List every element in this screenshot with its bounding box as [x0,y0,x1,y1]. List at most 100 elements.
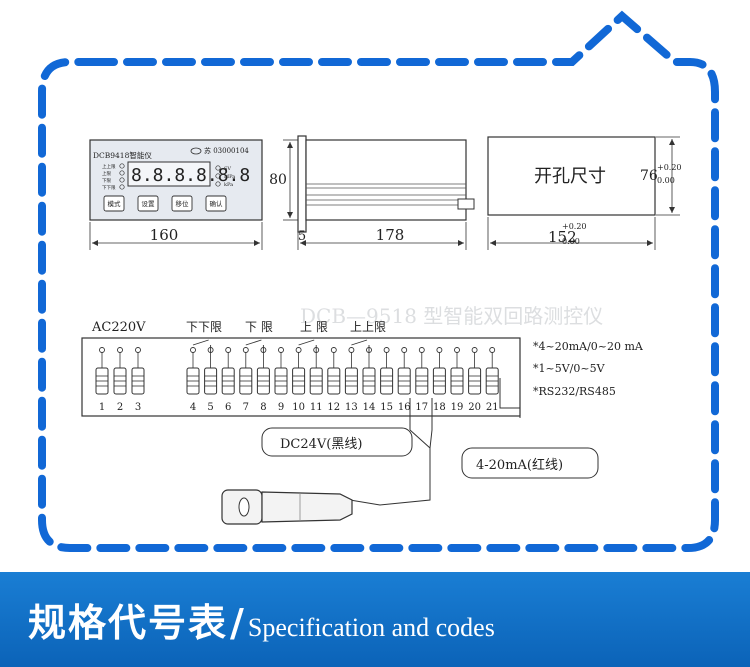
dim-cutout-width: 152 [548,228,577,246]
led-right-1: SV [215,165,231,172]
terminal-10: 10 [292,347,306,413]
relay-2 [245,339,264,352]
panel-button-4[interactable]: 确认 [205,195,227,212]
dim-depth: 178 [376,226,405,244]
title-banner: 规格代号表/Specification and codes [0,572,750,667]
terminal-number: 13 [345,402,358,413]
front-panel: DCB9418智能仪 苏 03000104 8.8.8.8.8.8 上上限上限下… [89,139,263,221]
faded-title: DCB—9518 型智能双回路测控仪 [300,304,603,328]
dc-label: DC24V(黑线) [280,437,362,452]
dim-bezel: 5 [298,229,306,244]
panel-button-2[interactable]: 设置 [137,195,159,212]
terminal-number: 4 [190,402,196,413]
note-current: *4~20mA/0~20 mA [533,340,644,353]
led-left-label: 下下限 [102,184,116,191]
dim-front-height: 80 [269,172,287,188]
panel-button-label: 模式 [108,199,122,208]
cutout-label: 开孔尺寸 [534,166,606,187]
terminal-number: 18 [433,402,446,413]
terminal-13: 13 [344,347,358,413]
relay-4 [351,339,370,352]
panel-button-label: 确认 [210,199,224,208]
led-left-4: 下下限 [102,184,125,191]
led-left-3: 下限 [102,177,125,184]
alarm-label-1: 下下限 [186,320,222,334]
terminal-number: 2 [117,402,123,413]
cert-label: 苏 03000104 [204,146,249,155]
pressure-sensor [221,489,353,525]
terminal-21: 21 [485,347,499,413]
led-right-3: kPa [215,181,233,188]
banner-separator: / [230,601,244,645]
terminal-3: 3 [131,347,145,413]
dim-cutout-height-tol-upper: +0.20 [657,163,682,172]
signal-label: 4-20mA(红线) [476,457,563,473]
dim-cutout-width-tol-lower: 0.00 [562,237,580,246]
terminal-4: 4 [186,347,200,413]
terminal-number: 6 [225,402,231,413]
terminal-number: 16 [398,402,411,413]
terminal-17: 17 [415,347,429,413]
terminal-16: 16 [397,347,411,413]
terminal-number: 11 [310,402,323,413]
terminal-number: 19 [451,402,464,413]
note-comm: *RS232/RS485 [533,385,616,398]
terminal-7: 7 [239,347,253,413]
panel-button-3[interactable]: 移位 [171,195,193,212]
model-label: DCB9418智能仪 [93,150,152,160]
terminal-number: 9 [278,402,284,413]
banner-title-cn: 规格代号表 [28,601,229,645]
terminal-2: 2 [113,347,127,413]
cert-logo [190,147,202,155]
terminal-number: 17 [415,402,428,413]
terminal-number: 8 [260,402,266,413]
signal-label-box [461,447,599,479]
side-view [297,135,475,233]
led-left-label: 下限 [102,177,111,184]
led-left-1: 上上限 [102,163,125,170]
dim-cutout-height-tol-lower: 0.00 [657,176,675,185]
terminal-18: 18 [432,347,446,413]
terminal-number: 15 [380,402,393,413]
terminal-20: 20 [468,347,482,413]
led-left-label: 上限 [102,170,111,177]
led-right-2: MPa [215,173,235,180]
led-left-label: 上上限 [102,163,116,170]
terminal-number: 5 [207,402,213,413]
note-voltage: *1~5V/0~5V [533,362,606,375]
dashed-frame [38,10,719,552]
terminal-number: 3 [135,402,141,413]
terminal-19: 19 [450,347,464,413]
terminal-1: 1 [95,347,109,413]
led-right-label: kPa [224,182,233,188]
terminal-9: 9 [274,347,288,413]
terminal-5: 5 [204,347,218,413]
alarm-label-4: 上上限 [350,320,386,334]
alarm-label-2: 下 限 [245,320,273,334]
power-label: AC220V [91,320,146,335]
relay-3 [298,339,317,352]
led-left-2: 上限 [102,170,125,177]
dim-cutout-height: 76 [640,168,658,184]
terminal-14: 14 [362,347,376,413]
relay-1 [192,339,212,352]
led-right-label: SV [224,166,231,172]
right-leds: SV MPa kPa [215,165,235,188]
terminal-8: 8 [256,347,270,413]
terminal-number: 12 [327,402,340,413]
terminal-number: 10 [292,402,305,413]
panel-button-1[interactable]: 模式 [103,195,125,212]
led-right-label: MPa [224,174,235,180]
terminal-number: 14 [363,402,376,413]
terminal-number: 1 [99,402,105,413]
dc-label-box [261,427,413,457]
sensor-wiring [349,378,521,506]
terminal-11: 11 [309,347,323,413]
panel-button-label: 移位 [176,199,190,208]
terminal-15: 15 [380,347,394,413]
dim-front-width: 160 [150,226,179,244]
terminal-6: 6 [221,347,235,413]
terminal-number: 7 [243,402,249,413]
